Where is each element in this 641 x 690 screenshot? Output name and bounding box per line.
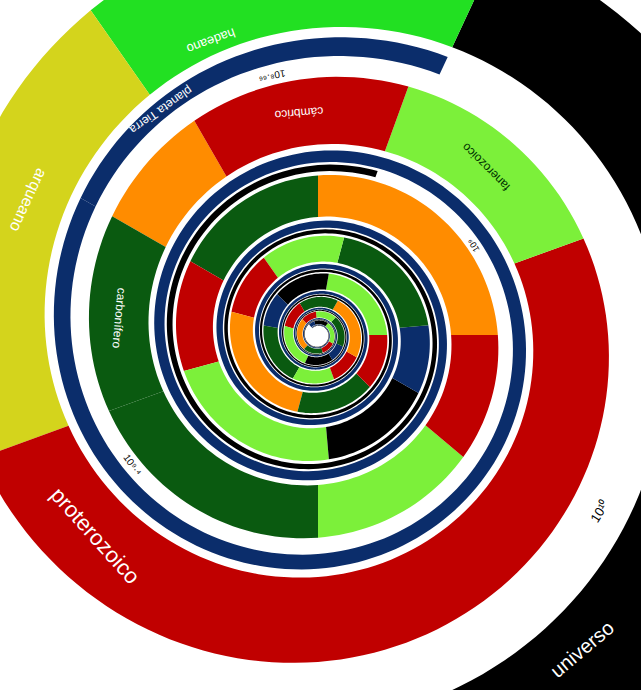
band-fill <box>91 0 500 95</box>
spiral-segment <box>293 367 334 383</box>
band-fill <box>385 87 584 264</box>
band-label: arqueano <box>7 166 50 234</box>
band-fill <box>89 216 166 411</box>
band-label: fanerozoico <box>460 141 512 193</box>
spiral-segment <box>392 325 429 393</box>
band-fill <box>194 77 408 177</box>
scale-label: 10⁹ <box>466 237 481 254</box>
band-label: proterozoico <box>47 483 144 588</box>
band-fill <box>0 10 150 457</box>
spiral-segment <box>54 150 526 569</box>
band-fill <box>81 37 448 206</box>
spiral-segment <box>176 261 224 371</box>
band-fill <box>385 0 641 690</box>
scale-label: 10⁸·⁶⁶ <box>258 67 286 82</box>
spiral-segment <box>167 165 437 470</box>
band-label: universo <box>546 617 617 681</box>
band-label: cámbrico <box>274 105 324 121</box>
band-label: carbonífero <box>110 287 127 349</box>
scale-label: 10⁹·⁴ <box>121 453 142 478</box>
band-label: hadeano <box>185 26 237 56</box>
band-label: planeta Tierra <box>127 84 194 136</box>
scale-label: 10¹⁰ <box>588 497 612 524</box>
band-fill <box>0 238 609 662</box>
spiral-segment <box>112 121 226 247</box>
